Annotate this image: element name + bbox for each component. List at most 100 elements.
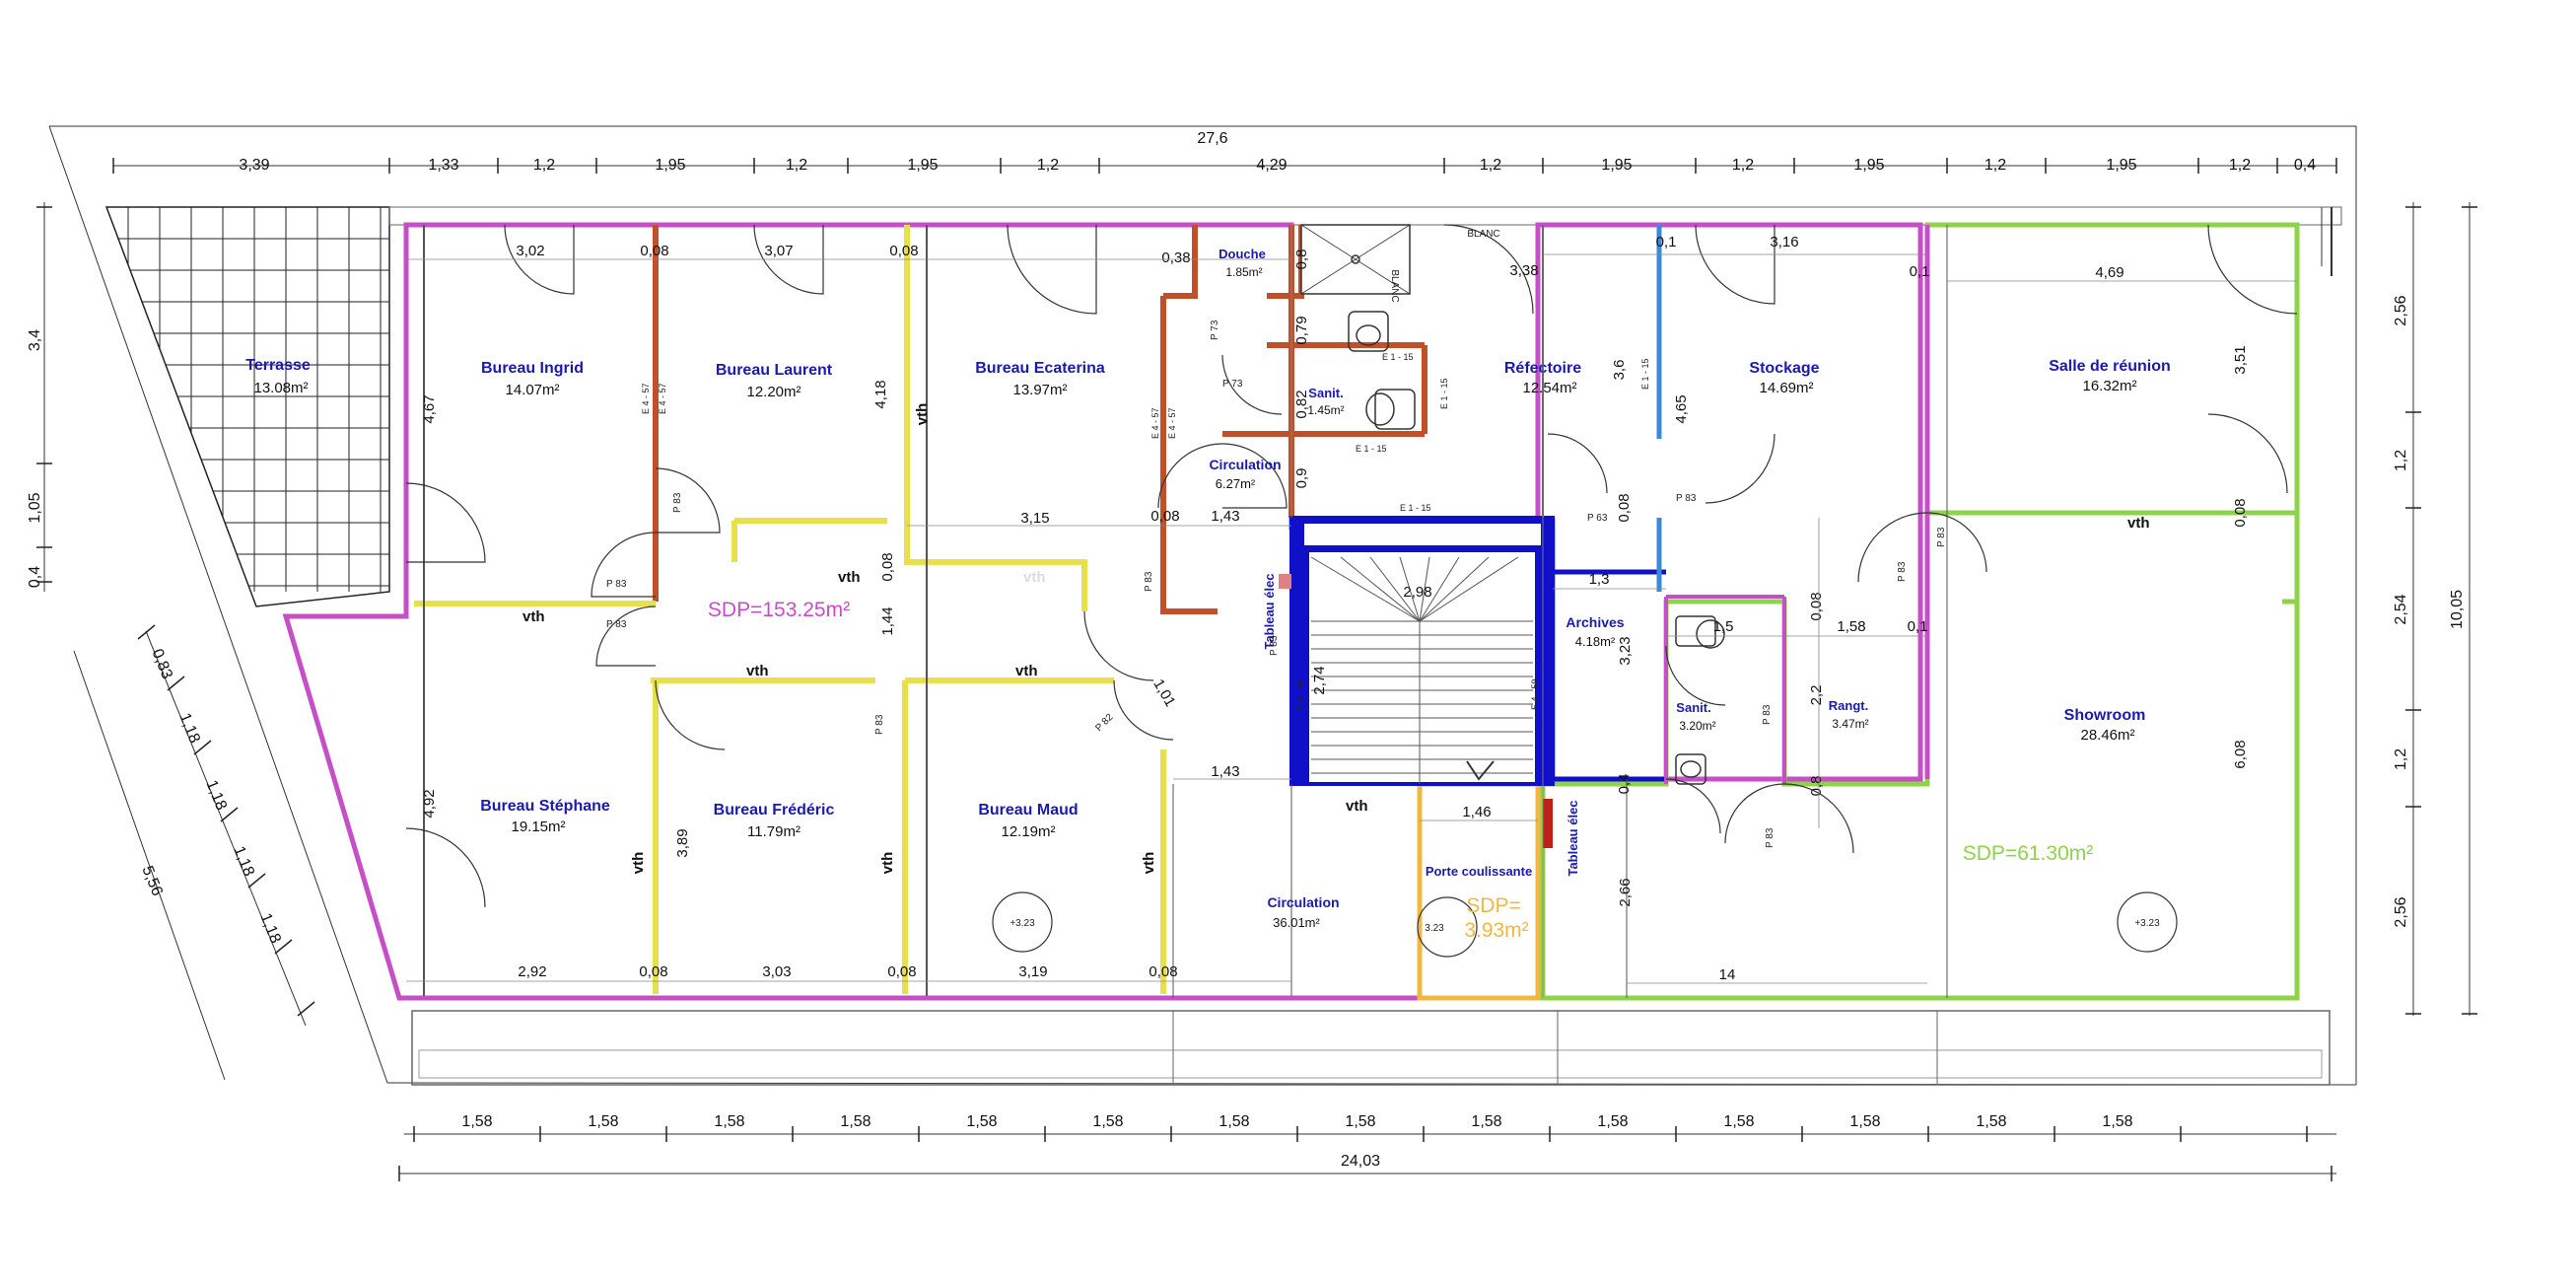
door-p83-1: P 83 — [672, 492, 683, 513]
room-labels: Bureau Ingrid 14.07m² Bureau Laurent 12.… — [480, 247, 2171, 930]
room-name-ingrid: Bureau Ingrid — [481, 360, 584, 377]
room-area-archives: 4.18m² — [1575, 634, 1616, 649]
door-p83-10: P 83 — [1762, 704, 1773, 725]
vth-4: vth — [1015, 663, 1038, 679]
balcony-band — [411, 1010, 2331, 1086]
blanc-label-2: BLANC — [1389, 269, 1400, 302]
dim-i-316: 3,16 — [1770, 234, 1798, 250]
dim-bottom-2: 1,58 — [714, 1113, 744, 1130]
dim-i-01c: 0,1 — [1908, 618, 1928, 635]
dim-i-465: 4,65 — [1673, 394, 1690, 423]
sdp-small-label-2: 3.93m² — [1464, 919, 1528, 942]
door-p83-5: P 83 — [1144, 571, 1154, 592]
dim-top-6: 1,2 — [1037, 157, 1059, 174]
dim-top-11: 1,95 — [1853, 157, 1884, 174]
dim-bottom-13: 1,58 — [2102, 1113, 2132, 1130]
dim-diag-total: 5,56 — [138, 864, 165, 898]
room-area-ecaterina: 13.97m² — [1012, 382, 1067, 398]
dim-diag-3: 1,18 — [230, 844, 256, 879]
wall-e457-2: E 4 - 57 — [658, 383, 667, 414]
dim-bottom-10: 1,58 — [1723, 1113, 1754, 1130]
dim-top-15: 0,4 — [2294, 157, 2316, 174]
dim-i-04: 0,4 — [1616, 774, 1633, 795]
room-area-douche: 1.85m² — [1225, 265, 1262, 279]
dim-top-10: 1,2 — [1732, 157, 1754, 174]
room-area-rangt: 3.47m² — [1832, 717, 1868, 731]
dim-bottom-6: 1,58 — [1218, 1113, 1249, 1130]
dim-bottom-5: 1,58 — [1092, 1113, 1123, 1130]
dim-left-1: 1,05 — [27, 492, 43, 523]
room-area-maud: 12.19m² — [1001, 823, 1055, 840]
room-name-maud: Bureau Maud — [978, 802, 1078, 819]
stair-winder — [1340, 556, 1421, 622]
room-name-circ2: Circulation — [1267, 894, 1339, 910]
dim-i-008a: 0,08 — [640, 243, 668, 259]
dim-i-351: 3,51 — [2232, 345, 2249, 374]
dim-top-12: 1,2 — [1984, 157, 2006, 174]
porte-coulissante-label: Porte coulissante — [1426, 864, 1532, 879]
dim-i-038: 0,38 — [1161, 249, 1190, 266]
dim-right-1: 1,2 — [2393, 450, 2409, 471]
wall-e457-1: E 4 - 57 — [641, 383, 651, 414]
dim-diag-4: 1,18 — [256, 911, 283, 946]
vth-10: vth — [879, 852, 896, 875]
dim-right-0: 2,56 — [2393, 295, 2409, 325]
interior-dimensions: 3,02 0,08 3,07 0,08 0,38 3,38 0,1 3,16 0… — [421, 234, 2249, 983]
vth-labels: vth vth vth vth vth vth vth vth vth vth … — [522, 403, 2150, 875]
dim-i-144: 1,44 — [879, 606, 896, 635]
room-area-reunion: 16.32m² — [2082, 378, 2136, 394]
dim-diag-0: 0,83 — [148, 647, 174, 681]
room-name-showroom: Showroom — [2064, 707, 2146, 724]
room-area-laurent: 12.20m² — [746, 384, 801, 400]
bottom-dimension-chain: 1,58 1,58 1,58 1,58 1,58 1,58 1,58 1,58 … — [398, 1113, 2336, 1181]
room-area-sanit2: 3.20m² — [1679, 719, 1715, 733]
diagonal-dimension-chain: 0,83 1,18 1,18 1,18 1,18 5,56 — [73, 624, 315, 1081]
dim-i-469: 4,69 — [2095, 264, 2123, 281]
vth-7: vth — [1023, 569, 1046, 586]
dim-i-101: 1,01 — [1149, 677, 1178, 710]
dim-i-008b: 0,08 — [889, 243, 918, 259]
room-name-reunion: Salle de réunion — [2049, 358, 2171, 375]
door-p73-1: P 73 — [1210, 320, 1220, 340]
room-area-showroom: 28.46m² — [2080, 727, 2134, 744]
room-name-douche: Douche — [1218, 247, 1266, 261]
dim-i-13: 1,3 — [1589, 571, 1610, 588]
stair-winder — [1419, 556, 1430, 622]
stair-winder — [1419, 556, 1519, 622]
dim-bottom-1: 1,58 — [588, 1113, 618, 1130]
dim-right-3: 1,2 — [2393, 748, 2409, 770]
door-codes: P 83 P 83 P 83 P 83 P 83 P 83 P 83 P 83 … — [606, 320, 1947, 848]
stair-winder — [1310, 556, 1421, 622]
room-name-stephane: Bureau Stéphane — [480, 798, 610, 815]
dim-i-008c: 0,08 — [1150, 508, 1179, 525]
room-area-frederic: 11.79m² — [747, 823, 801, 840]
right-dimension-chain: 2,56 1,2 2,54 1,2 2,56 10,05 — [2393, 202, 2477, 1016]
yellow-partitions — [414, 225, 1166, 994]
sdp-main-label: SDP=153.25m² — [708, 599, 850, 621]
vth-8: vth — [914, 403, 931, 426]
dim-total-top: 27,6 — [1197, 130, 1227, 147]
room-name-laurent: Bureau Laurent — [716, 362, 833, 379]
room-name-ecaterina: Bureau Ecaterina — [975, 360, 1105, 377]
door-swings — [405, 224, 2298, 908]
wall-e115-4: E 1 - 15 — [1400, 503, 1431, 513]
dim-i-319: 3,19 — [1018, 963, 1047, 980]
dim-i-14: 14 — [1719, 966, 1736, 983]
dim-bottom-11: 1,58 — [1849, 1113, 1880, 1130]
dim-bottom-7: 1,58 — [1345, 1113, 1375, 1130]
dim-i-36: 3,6 — [1611, 360, 1628, 381]
room-area-circ2: 36.01m² — [1273, 915, 1320, 930]
dim-i-22: 2,2 — [1808, 685, 1825, 706]
dim-top-9: 1,95 — [1601, 157, 1632, 174]
wall-e115-5: E 1 - 15 — [1640, 358, 1650, 390]
dim-bottom-8: 1,58 — [1471, 1113, 1501, 1130]
room-name-sanit2: Sanit. — [1676, 700, 1710, 715]
dim-i-079: 0,79 — [1293, 316, 1310, 344]
misc-partitions — [1927, 510, 2297, 605]
blanc-label-1: BLANC — [1467, 229, 1499, 240]
dim-i-315: 3,15 — [1020, 510, 1049, 527]
dim-right-2: 2,54 — [2393, 594, 2409, 624]
dim-i-492: 4,92 — [421, 789, 438, 818]
wall-e457-4: E 4 - 57 — [1167, 407, 1177, 439]
